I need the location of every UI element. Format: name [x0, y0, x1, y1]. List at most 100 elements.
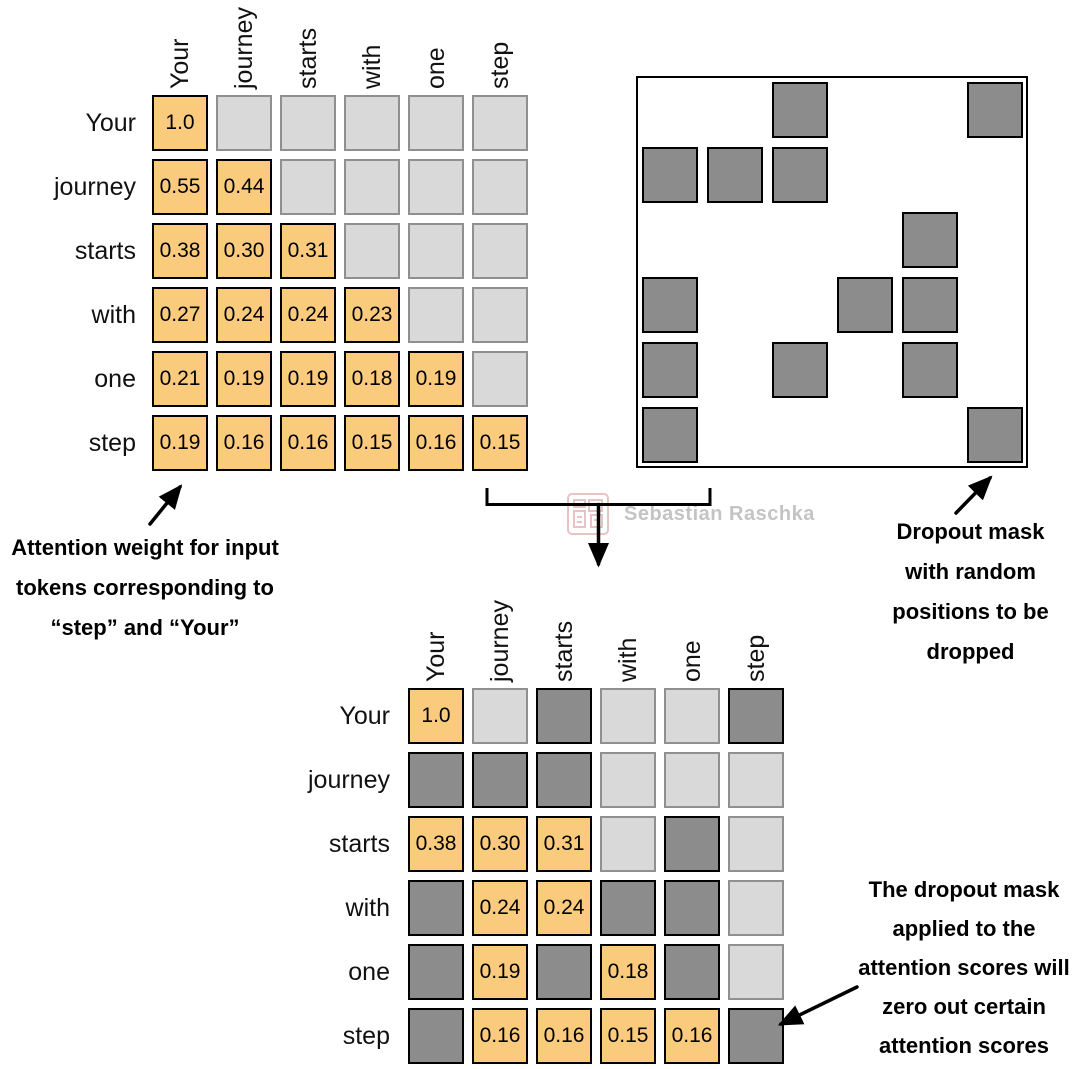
- top-cell-starts-your: 0.38: [152, 223, 208, 279]
- bottom-row-label-your: Your: [339, 702, 390, 730]
- annotation-attention-weight: Attention weight for input tokens corres…: [2, 528, 288, 648]
- top-cell-journey-step: [472, 159, 528, 215]
- bottom-cell-with-step: [728, 880, 784, 936]
- top-cell-step-one: 0.16: [408, 415, 464, 471]
- bottom-cell-step-step: [728, 1008, 784, 1064]
- annotation-line: “step” and “Your”: [50, 615, 240, 640]
- dropout-square-r4c4: [902, 342, 958, 398]
- top-col-header-your: Your: [166, 38, 194, 89]
- bottom-cell-starts-journey: 0.30: [472, 816, 528, 872]
- arrow-to-dropout-mask: [954, 475, 993, 515]
- bottom-cell-with-one: [664, 880, 720, 936]
- top-cell-journey-your: 0.55: [152, 159, 208, 215]
- top-row-label-step: step: [88, 429, 136, 457]
- bottom-cell-journey-one: [664, 752, 720, 808]
- top-cell-starts-journey: 0.30: [216, 223, 272, 279]
- top-cell-journey-one: [408, 159, 464, 215]
- top-row-label-your: Your: [85, 109, 136, 137]
- top-cell-one-journey: 0.19: [216, 351, 272, 407]
- bottom-cell-your-step: [728, 688, 784, 744]
- watermark: Sebastian Raschka: [566, 492, 815, 536]
- top-cell-starts-starts: 0.31: [280, 223, 336, 279]
- bottom-cell-your-with: [600, 688, 656, 744]
- watermark-text: Sebastian Raschka: [624, 502, 815, 525]
- annotation-line: attention scores: [879, 1033, 1049, 1058]
- bottom-cell-journey-starts: [536, 752, 592, 808]
- bottom-cell-one-one: [664, 944, 720, 1000]
- dropout-square-r0c5: [967, 82, 1023, 138]
- bottom-cell-one-step: [728, 944, 784, 1000]
- annotation-dropout-mask: Dropout mask with random positions to be…: [878, 512, 1063, 672]
- annotation-line: Dropout mask: [896, 519, 1045, 544]
- dropout-square-r4c0: [642, 342, 698, 398]
- top-cell-one-with: 0.18: [344, 351, 400, 407]
- top-cell-step-with: 0.15: [344, 415, 400, 471]
- bottom-cell-your-one: [664, 688, 720, 744]
- top-cell-starts-with: [344, 223, 400, 279]
- top-cell-your-journey: [216, 95, 272, 151]
- bottom-col-header-your: Your: [422, 631, 450, 682]
- bottom-cell-starts-your: 0.38: [408, 816, 464, 872]
- top-row-label-journey: journey: [54, 173, 136, 201]
- bottom-cell-journey-step: [728, 752, 784, 808]
- top-cell-starts-step: [472, 223, 528, 279]
- top-cell-with-step: [472, 287, 528, 343]
- bottom-row-label-journey: journey: [308, 766, 390, 794]
- top-cell-one-step: [472, 351, 528, 407]
- top-cell-one-your: 0.21: [152, 351, 208, 407]
- bottom-cell-journey-with: [600, 752, 656, 808]
- annotation-line: applied to the: [892, 916, 1036, 941]
- top-cell-one-one: 0.19: [408, 351, 464, 407]
- annotation-zeroed-scores: The dropout mask applied to the attentio…: [848, 870, 1080, 1065]
- dropout-square-r5c5: [967, 407, 1023, 463]
- bottom-cell-one-journey: 0.19: [472, 944, 528, 1000]
- bottom-cell-starts-starts: 0.31: [536, 816, 592, 872]
- annotation-line: with random: [905, 559, 1036, 584]
- bottom-cell-one-your: [408, 944, 464, 1000]
- bottom-col-header-starts: starts: [550, 620, 578, 682]
- dropout-square-r0c2: [772, 82, 828, 138]
- top-row-label-one: one: [94, 365, 136, 393]
- top-cell-with-with: 0.23: [344, 287, 400, 343]
- bottom-row-label-one: one: [348, 958, 390, 986]
- top-cell-with-journey: 0.24: [216, 287, 272, 343]
- bottom-cell-step-starts: 0.16: [536, 1008, 592, 1064]
- dropout-square-r1c0: [642, 147, 698, 203]
- dropout-mask-panel: [636, 76, 1028, 468]
- top-cell-journey-starts: [280, 159, 336, 215]
- top-cell-with-your: 0.27: [152, 287, 208, 343]
- annotation-line: zero out certain: [882, 994, 1046, 1019]
- bottom-cell-with-your: [408, 880, 464, 936]
- bottom-cell-with-journey: 0.24: [472, 880, 528, 936]
- bottom-row-label-with: with: [345, 894, 390, 922]
- top-col-header-journey: journey: [230, 7, 258, 89]
- bottom-cell-starts-step: [728, 816, 784, 872]
- arrow-to-step-your-cell: [148, 484, 183, 526]
- bottom-cell-your-your: 1.0: [408, 688, 464, 744]
- top-cell-journey-journey: 0.44: [216, 159, 272, 215]
- annotation-line: dropped: [926, 639, 1015, 664]
- bottom-cell-starts-one: [664, 816, 720, 872]
- bottom-cell-step-one: 0.16: [664, 1008, 720, 1064]
- top-col-header-with: with: [358, 44, 386, 89]
- top-cell-journey-with: [344, 159, 400, 215]
- annotation-line: Attention weight for input: [11, 535, 279, 560]
- bottom-cell-your-starts: [536, 688, 592, 744]
- annotation-line: positions to be: [892, 599, 1049, 624]
- top-row-label-with: with: [91, 301, 136, 329]
- dropout-square-r1c2: [772, 147, 828, 203]
- top-col-header-starts: starts: [294, 27, 322, 89]
- dropout-square-r5c0: [642, 407, 698, 463]
- annotation-line: The dropout mask: [868, 877, 1060, 902]
- dropout-square-r1c1: [707, 147, 763, 203]
- bottom-cell-journey-journey: [472, 752, 528, 808]
- bottom-cell-starts-with: [600, 816, 656, 872]
- top-cell-one-starts: 0.19: [280, 351, 336, 407]
- top-cell-with-one: [408, 287, 464, 343]
- top-cell-with-starts: 0.24: [280, 287, 336, 343]
- dropout-square-r3c3: [837, 277, 893, 333]
- bottom-cell-step-with: 0.15: [600, 1008, 656, 1064]
